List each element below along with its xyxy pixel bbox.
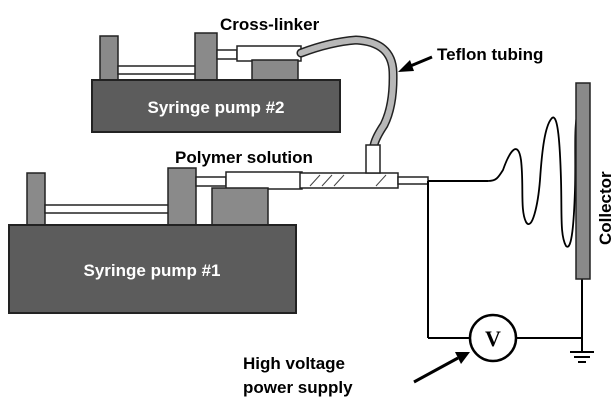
pump-1-rail	[44, 204, 176, 214]
pump-1-plunger	[195, 176, 227, 187]
syringe-pump-2: Syringe pump #2	[91, 32, 341, 133]
mixing-channel-helix-3	[333, 174, 345, 187]
power-supply-label-line2: power supply	[243, 378, 353, 397]
pump-1-body	[8, 224, 297, 314]
pump-2-clamp	[251, 59, 299, 81]
syringe-pump-2-label: Syringe pump #2	[148, 98, 285, 117]
pump-1-left-post	[26, 172, 46, 226]
arrow-teflon-tubing	[398, 55, 433, 72]
collector-plate	[575, 82, 591, 280]
mixing-channel-helix-4	[375, 174, 387, 187]
teflon-tubing-inner	[298, 36, 397, 153]
voltmeter-circle	[468, 313, 518, 363]
ground-icon	[570, 351, 594, 363]
teflon-tubing-label: Teflon tubing	[437, 45, 543, 64]
mixing-channel	[299, 144, 429, 189]
pump-2-body	[91, 79, 341, 133]
pump-2-syringe-barrel	[236, 45, 302, 62]
pump-2-plunger	[216, 49, 238, 60]
electrospinning-jet	[487, 114, 578, 248]
pump-1-clamp	[211, 187, 269, 226]
cross-linker-label: Cross-linker	[220, 15, 320, 34]
pump-2-left-post	[99, 35, 119, 81]
syringe-pump-1: Syringe pump #1	[8, 167, 303, 314]
polymer-solution-label: Polymer solution	[175, 148, 313, 167]
needle	[397, 176, 429, 185]
mixing-channel-helix	[309, 174, 321, 187]
pump-2-pusher-block	[194, 32, 218, 82]
circuit-wires	[427, 180, 583, 352]
syringe-pump-1-label: Syringe pump #1	[84, 261, 221, 280]
voltmeter-symbol: V	[485, 326, 501, 351]
voltmeter: V	[468, 313, 518, 363]
pump-1-syringe-barrel	[225, 171, 303, 190]
arrow-power-supply	[413, 352, 470, 384]
collector-label: Collector	[596, 171, 615, 245]
mixing-channel-helix-2	[321, 174, 333, 187]
power-supply-label-line1: High voltage	[243, 354, 345, 373]
pump-2-rail	[117, 65, 199, 75]
t-junction	[365, 144, 381, 174]
pump-1-pusher-block	[167, 167, 197, 229]
